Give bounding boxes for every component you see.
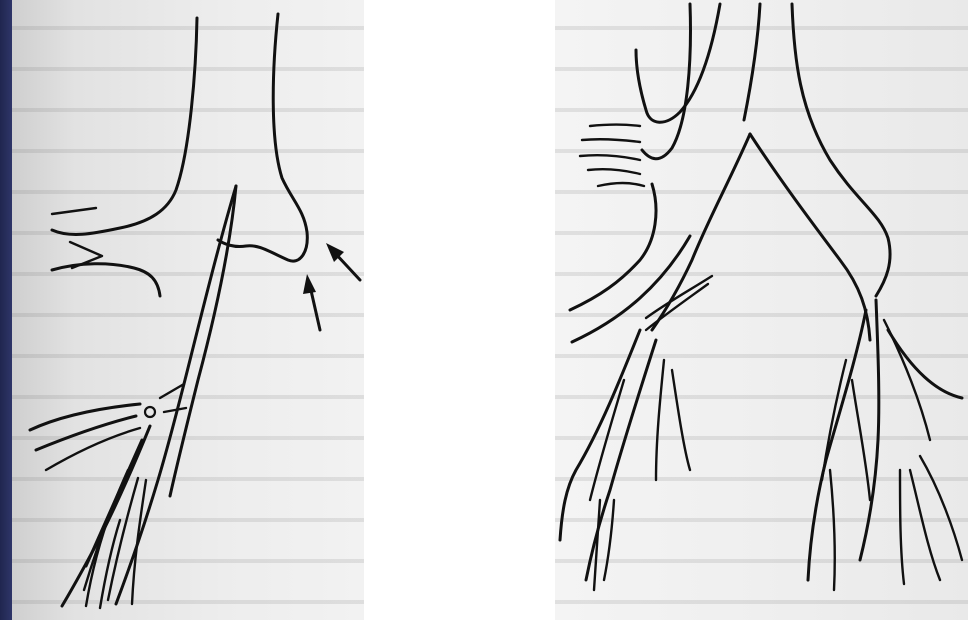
right-central-peak-right [750, 134, 870, 340]
right-right-fan-9 [920, 456, 962, 560]
arrow-1 [326, 243, 360, 280]
right-vessel-drawing [560, 4, 962, 590]
right-right-fan-6 [888, 330, 962, 398]
right-left-fan-4 [656, 360, 664, 480]
right-top-branch-3 [580, 155, 640, 160]
right-top-branch-4 [588, 169, 640, 174]
left-small-circle [145, 407, 155, 417]
right-left-vessel-b [572, 236, 690, 342]
right-left-fan-5 [672, 370, 690, 470]
right-trunk-left-wall [792, 4, 890, 296]
right-upper-vessel-right [642, 4, 690, 159]
left-central-vessel-b [170, 186, 236, 496]
arrow-2 [303, 274, 320, 330]
right-central-peak-left [652, 134, 750, 330]
left-branch-top [52, 208, 96, 214]
right-right-fan-1 [808, 310, 866, 580]
left-lower-branch-3 [46, 428, 140, 470]
right-left-vessel-a [570, 184, 656, 310]
right-right-fan-8 [900, 470, 904, 584]
right-right-fan-3 [822, 360, 846, 480]
left-lower-branch-1 [30, 404, 140, 430]
right-left-fan-3 [590, 380, 624, 500]
right-right-fan-4 [852, 380, 870, 500]
right-top-branch-2 [582, 139, 640, 142]
left-lower-branch-5 [164, 408, 186, 412]
left-vessel-drawing [30, 14, 360, 608]
right-right-fan-5 [884, 320, 930, 440]
left-branch-lower [52, 264, 160, 296]
right-trunk-right-wall [744, 4, 760, 120]
left-central-vessel-a [116, 186, 236, 604]
right-upper-vessel-left [636, 4, 720, 122]
right-top-branch-1 [590, 125, 640, 127]
right-top-branch-5 [598, 183, 644, 186]
left-trunk-left-wall [52, 18, 197, 234]
right-right-fan-10 [830, 470, 835, 590]
right-left-fan-7 [604, 500, 614, 580]
